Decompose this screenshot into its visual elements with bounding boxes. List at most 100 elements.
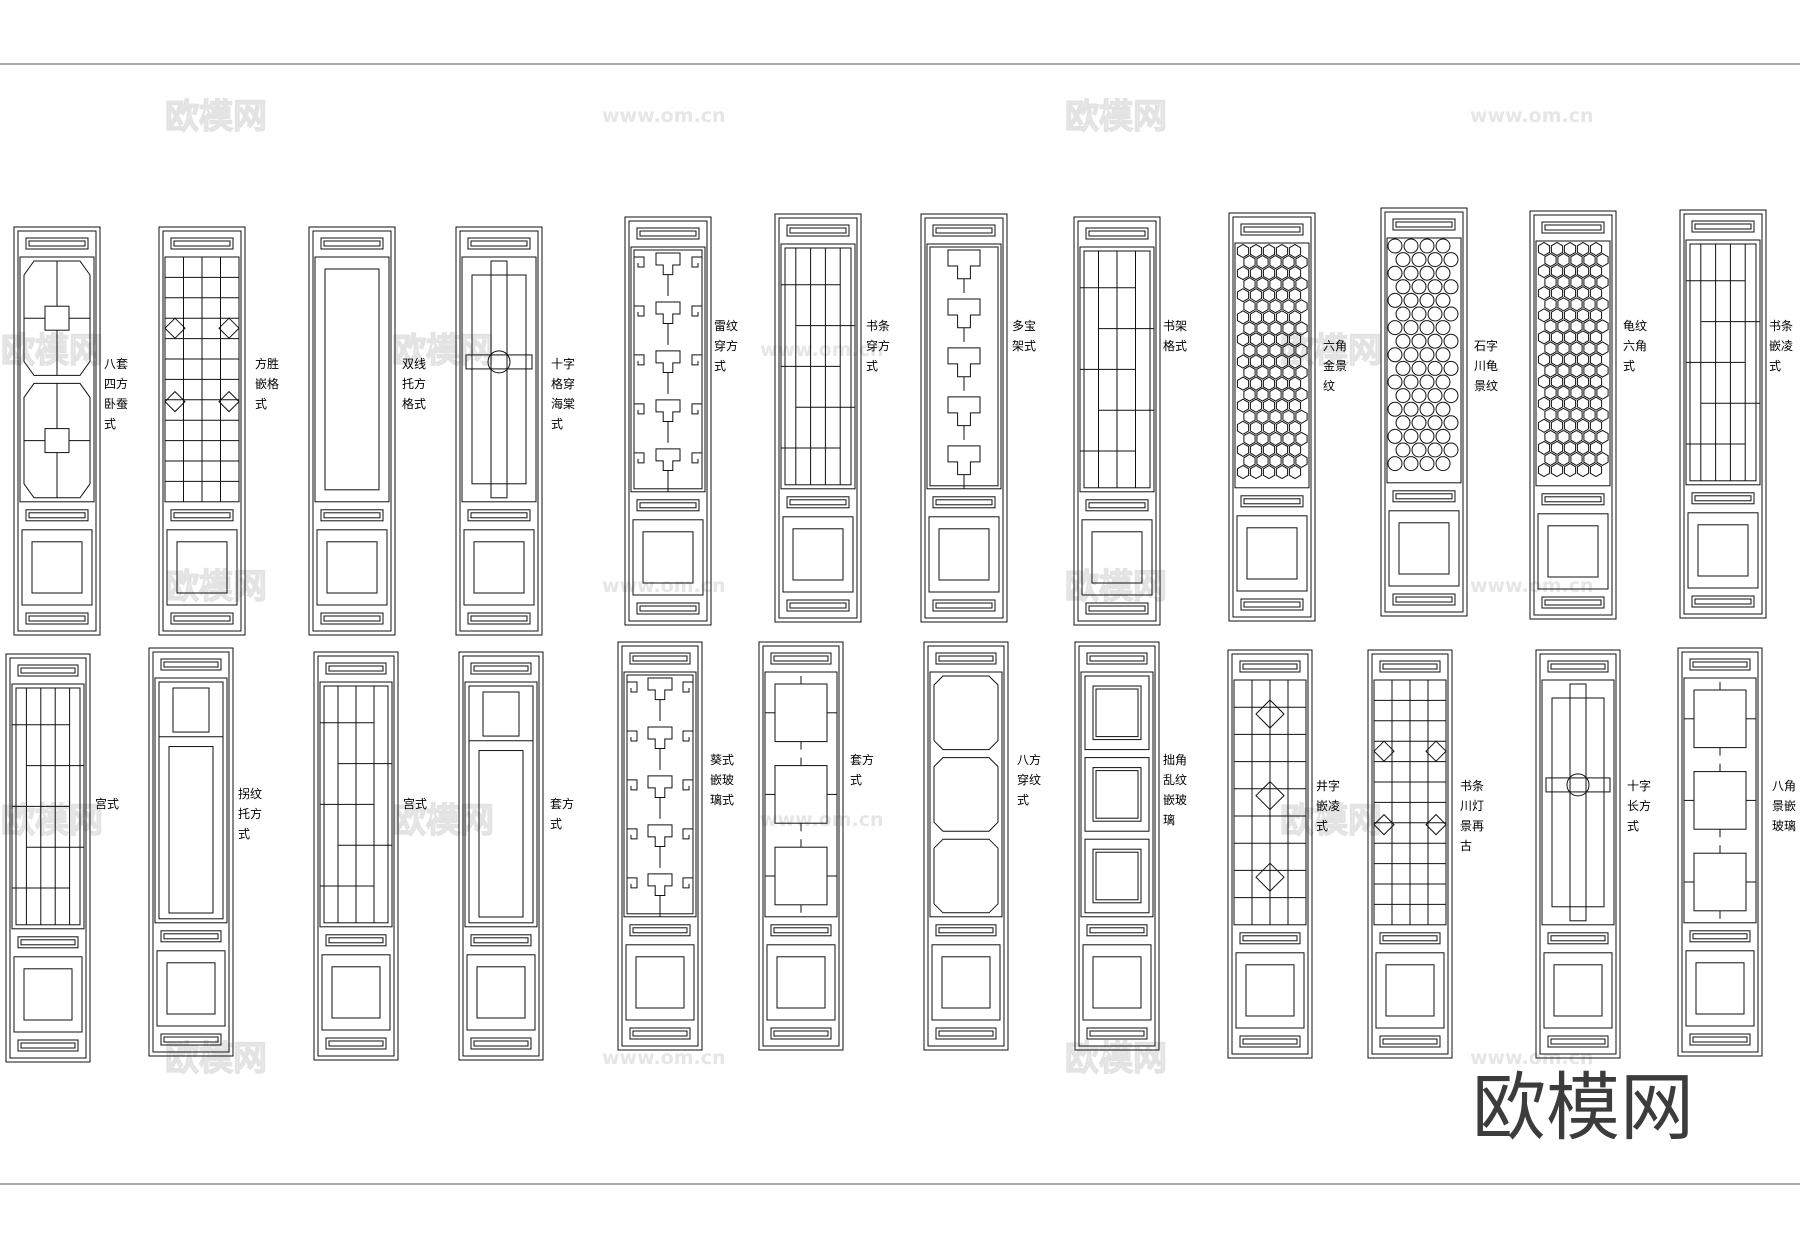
panel-label-line: 古	[1460, 838, 1472, 853]
lattice-hexagon	[1249, 243, 1263, 259]
bottom-slot	[170, 612, 234, 625]
lattice-hexagon	[1537, 241, 1551, 257]
panel-label-line: 式	[1017, 793, 1029, 807]
lattice-fret	[627, 730, 638, 742]
lattice-diamond	[164, 390, 186, 413]
lattice-hexagon	[1262, 464, 1276, 480]
panel-outer-frame	[1535, 649, 1621, 1059]
lattice-hexagon	[1550, 308, 1564, 323]
lattice-ring	[1435, 374, 1451, 390]
lattice-fret	[627, 681, 638, 693]
panel-label-line: 式	[1316, 819, 1328, 833]
lattice-hexagon	[1256, 343, 1269, 358]
lattice-hexagon	[1596, 363, 1609, 378]
watermark-url: www.om.cn	[1470, 105, 1594, 127]
bottom-slot-inner	[773, 1030, 829, 1037]
lattice-ring	[1419, 292, 1435, 308]
lattice-hexagon	[1557, 385, 1570, 400]
lattice-hexagon	[1269, 255, 1282, 270]
bottom-slot-inner	[1692, 1036, 1748, 1043]
lattice-hexagon	[1596, 319, 1609, 334]
lattice-hexagon	[1557, 341, 1570, 356]
lattice-hexagon	[1570, 451, 1583, 466]
lattice-hexagon	[1570, 407, 1583, 422]
lattice-ring	[1435, 401, 1451, 417]
lattice-hexagon	[1563, 330, 1577, 345]
lattice-hexagon	[1550, 241, 1564, 257]
lattice-hexagon	[1262, 332, 1276, 347]
lattice-hexagon	[1544, 341, 1557, 356]
panel-label-line: 书条	[1769, 319, 1793, 333]
mid-slot	[470, 934, 532, 947]
panel-label-line: 嵌凌	[1316, 799, 1340, 813]
lattice-fret	[655, 399, 681, 422]
lattice-hexagon	[1295, 299, 1308, 314]
lattice-hexagon	[1288, 288, 1302, 303]
lattice-fret	[691, 305, 702, 317]
lattice-area	[1541, 679, 1615, 926]
lattice-fret	[647, 873, 673, 896]
lattice-hexagon	[1570, 341, 1583, 356]
lattice-hexagon	[1243, 255, 1256, 270]
top-slot-inner	[1694, 223, 1752, 230]
panel-inner-frame	[924, 217, 1004, 619]
lattice-fret	[682, 828, 693, 840]
lattice-hexagon	[1275, 332, 1289, 347]
bottom-slot	[1541, 596, 1605, 609]
lattice-fret	[691, 403, 702, 415]
lattice-hexagon	[1537, 352, 1551, 367]
lattice-ring	[1411, 415, 1427, 431]
lattice-hexagon	[1269, 277, 1282, 292]
panel-label-line: 璃式	[710, 793, 734, 807]
lattice-hexagon	[1576, 374, 1590, 389]
lattice-ring	[1435, 292, 1451, 308]
lattice-ring	[1427, 333, 1443, 349]
lattice-hexagon	[1583, 319, 1596, 334]
lattice-area	[461, 256, 537, 503]
inner-frame	[471, 274, 527, 485]
bottom-slot	[17, 1039, 79, 1052]
lattice-hexagon	[1262, 376, 1276, 391]
mid-slot	[467, 509, 531, 522]
watermark-site-name: 欧模网	[1280, 801, 1382, 841]
lattice-fret	[627, 877, 638, 889]
mid-slot-inner	[1544, 496, 1602, 503]
inner-frame	[929, 246, 999, 487]
lattice-hexagon	[1262, 310, 1276, 325]
mid-slot-inner	[1694, 495, 1752, 502]
panel-label-line: 卧蚕	[104, 397, 128, 411]
panel-label-line: 嵌格	[255, 376, 279, 391]
lattice-hexagon	[1249, 398, 1263, 413]
mid-slot-inner	[28, 512, 86, 519]
lattice-octagon	[23, 382, 91, 499]
lattice-ring	[1427, 415, 1443, 431]
top-slot-inner	[20, 667, 76, 674]
top-slot-inner	[639, 230, 697, 237]
panel-inner-frame	[1232, 216, 1312, 618]
bottom-slot	[467, 612, 531, 625]
lattice-center-square	[44, 305, 70, 331]
bottom-panel-inner	[1092, 956, 1142, 1009]
lattice-ring	[1387, 401, 1403, 417]
lattice-hexagon	[1589, 308, 1603, 323]
bottom-slot	[1240, 598, 1304, 611]
lattice-hexagon	[1570, 319, 1583, 334]
lattice-hexagon	[1576, 286, 1590, 301]
bottom-slot-inner	[473, 1040, 529, 1047]
lattice-fret	[947, 445, 981, 476]
bottom-panel	[156, 950, 226, 1027]
lattice-fret	[647, 726, 673, 750]
lattice-area	[154, 677, 228, 924]
top-slot-inner	[163, 661, 219, 668]
panel-label-line: 拙角	[1163, 753, 1187, 767]
lattice-hexagon	[1249, 310, 1263, 325]
lattice-ring	[1443, 279, 1459, 295]
lattice-diamond	[1373, 813, 1395, 836]
panel-inner-frame	[462, 655, 540, 1057]
lattice-fret	[947, 347, 981, 378]
panel-inner-frame	[17, 230, 97, 632]
